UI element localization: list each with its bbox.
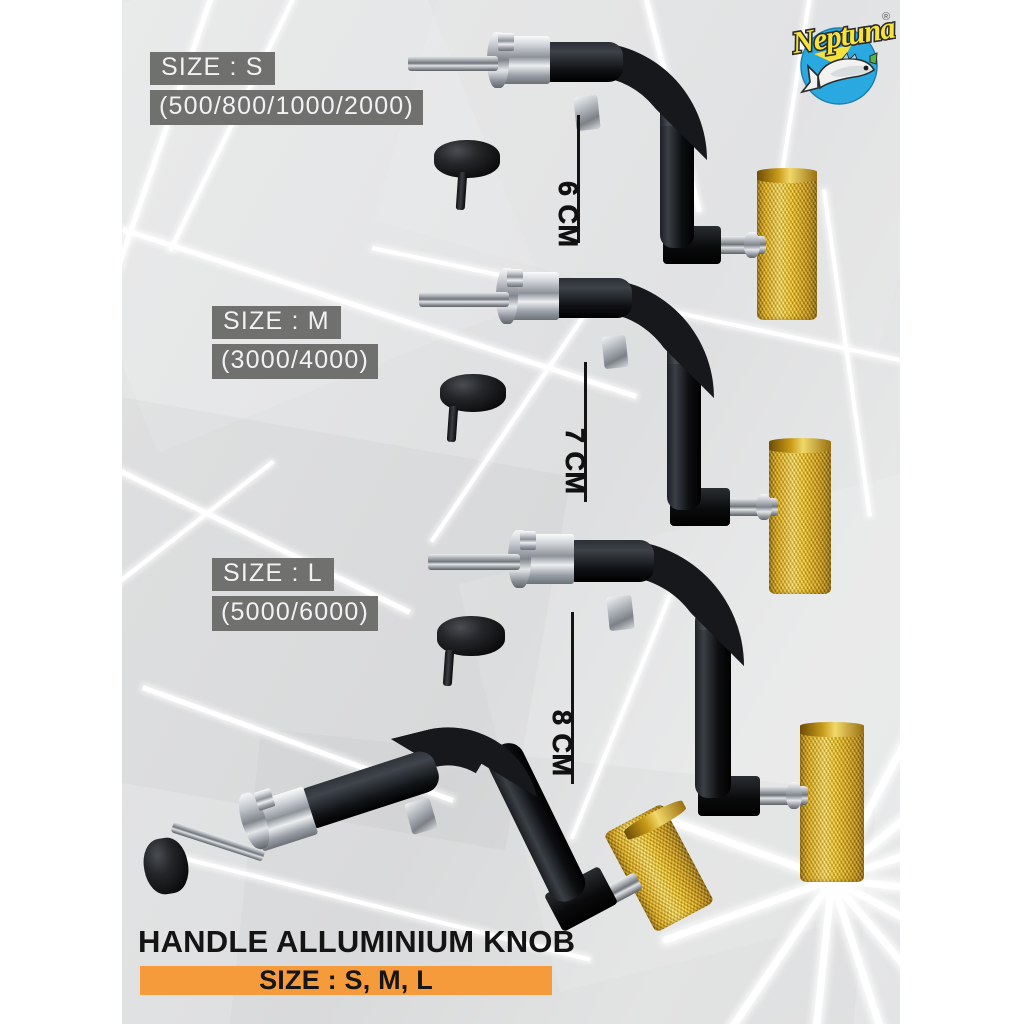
product-handle-s (0, 0, 1024, 320)
rubber-cap-head (139, 834, 193, 898)
rubber-cap-head (434, 140, 500, 178)
arm-barrel (552, 278, 632, 318)
size-label-s: SIZE : S (500/800/1000/2000) (150, 52, 423, 125)
chrome-shaft (419, 292, 509, 307)
rubber-cap-head (437, 616, 505, 656)
size-label-l: SIZE : L (5000/6000) (212, 558, 379, 631)
gold-knob-cap (757, 168, 817, 183)
measurement-line (577, 115, 580, 243)
registered-mark: ® (882, 11, 890, 23)
product-title: HANDLE ALLUMINIUM KNOB (138, 924, 576, 959)
size-label-s-title: SIZE : S (150, 52, 275, 85)
measurement-line (584, 362, 587, 502)
arm-barrel (543, 42, 623, 82)
chrome-collar (520, 531, 536, 550)
gold-knurled-knob (757, 172, 817, 320)
size-label-l-title: SIZE : L (212, 558, 334, 591)
arm-barrel (568, 540, 654, 582)
size-label-l-models: (5000/6000) (212, 596, 379, 631)
chrome-shaft (428, 554, 520, 570)
measurement-6cm-label: 6 CM (553, 181, 584, 248)
size-banner (140, 966, 552, 995)
knob-stem-collar (756, 494, 772, 520)
size-label-s-models: (500/800/1000/2000) (150, 90, 423, 125)
size-label-m-title: SIZE : M (212, 306, 341, 339)
measurement-7cm-label: 7 CM (560, 428, 591, 495)
chrome-collar (507, 269, 523, 287)
knob-stem-collar (744, 232, 760, 258)
knob-stem-collar (786, 782, 802, 809)
gold-knurled-knob (769, 442, 831, 594)
size-label-m-models: (3000/4000) (212, 344, 379, 379)
crank-arm-assembly (139, 707, 670, 956)
gold-knob-cap (800, 722, 864, 737)
measurement-8cm-label: 8 CM (547, 710, 578, 777)
gold-knurled-knob (800, 726, 864, 882)
size-label-m: SIZE : M (3000/4000) (212, 306, 379, 379)
brand-logo: Neptuna ® (784, 4, 899, 112)
chrome-collar (498, 33, 514, 51)
gold-knob-cap (769, 438, 831, 453)
product-handle-l (428, 530, 864, 882)
rubber-cap-head (440, 374, 506, 412)
tuna-fish-logo: Neptuna ® (787, 8, 899, 105)
product-handle-m (419, 268, 831, 594)
measurement-line (571, 612, 574, 784)
size-banner-label: SIZE : S, M, L (259, 965, 433, 995)
chrome-shaft (408, 56, 498, 71)
